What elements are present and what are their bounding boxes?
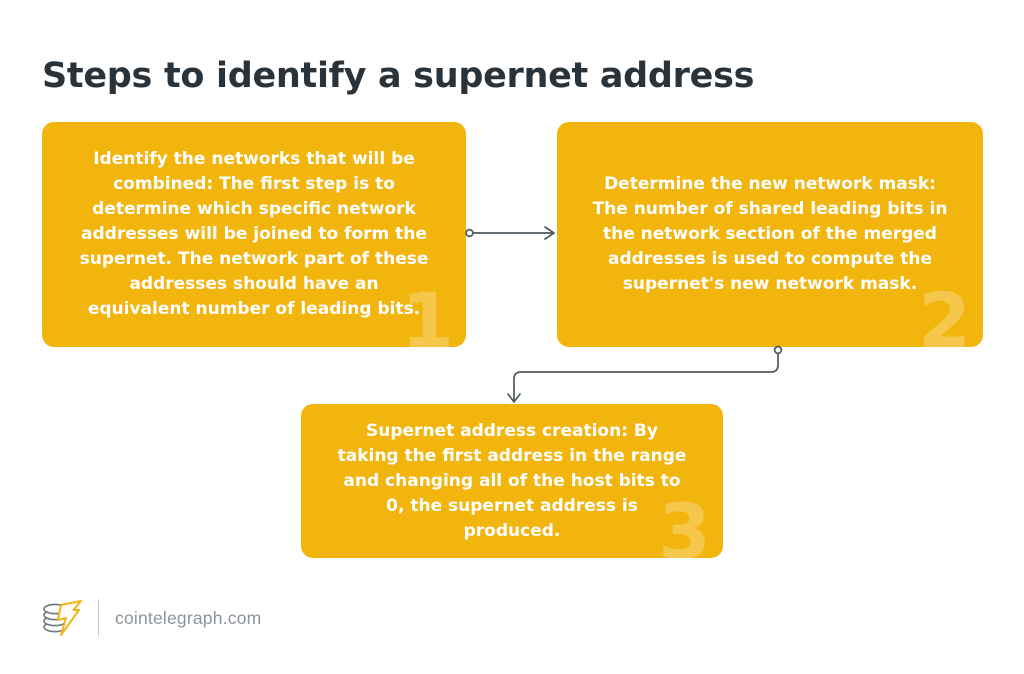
step-box-2: Determine the new network mask: The numb… xyxy=(557,122,983,347)
footer-brand-bar: cointelegraph.com xyxy=(40,596,261,640)
arrow-step2-to-step3-icon xyxy=(507,345,783,403)
footer-divider xyxy=(98,599,99,637)
page-title: Steps to identify a supernet address xyxy=(42,56,755,97)
footer-brand-text: cointelegraph.com xyxy=(115,607,262,628)
step-1-text: Identify the networks that will be combi… xyxy=(79,149,429,319)
step-box-3: Supernet address creation: By taking the… xyxy=(301,404,723,558)
cointelegraph-logo-icon xyxy=(43,600,82,636)
arrow-step1-to-step2-icon xyxy=(465,226,555,240)
step-box-1: Identify the networks that will be combi… xyxy=(42,122,466,347)
step-2-text: Determine the new network mask: The numb… xyxy=(592,174,948,294)
step-3-text: Supernet address creation: By taking the… xyxy=(337,420,687,541)
